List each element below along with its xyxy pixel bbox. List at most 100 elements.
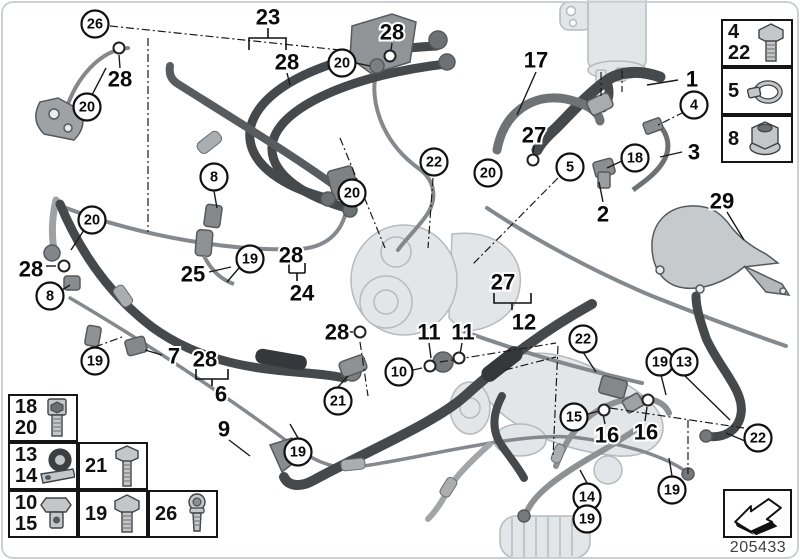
legend-part-number: 21 (85, 454, 108, 477)
part-label-28[interactable]: 28 (17, 255, 45, 284)
part-label-28[interactable]: 28 (273, 48, 301, 77)
callout-20[interactable]: 20 (337, 178, 367, 208)
banjo-bolt-icon (37, 492, 76, 536)
callout-21[interactable]: 21 (323, 386, 353, 416)
clamp-8-top (203, 203, 223, 229)
screw-icon (177, 492, 216, 536)
callout-circle (669, 347, 699, 377)
callout-20[interactable]: 20 (77, 205, 107, 235)
part-label-23[interactable]: 23 (254, 3, 282, 32)
part-label-27[interactable]: 27 (520, 121, 548, 150)
washer-ring (641, 393, 655, 407)
washer-ring (526, 153, 540, 167)
part-label-9[interactable]: 9 (216, 415, 232, 444)
callout-26[interactable]: 26 (80, 9, 110, 39)
washer-ring (452, 351, 466, 365)
callout-number: 19 (664, 483, 680, 499)
callout-number: 14 (579, 490, 595, 506)
callout-4[interactable]: 4 (679, 90, 709, 120)
bracket-12 (493, 293, 532, 310)
callout-number: 19 (290, 445, 306, 461)
part-label-3[interactable]: 3 (686, 138, 702, 167)
part-label-28[interactable]: 28 (277, 241, 305, 270)
callout-22[interactable]: 22 (419, 147, 449, 177)
hose-end-fitting (320, 191, 336, 207)
callout-circle (568, 324, 598, 354)
elbow-17 (586, 92, 614, 116)
callout-20[interactable]: 20 (327, 48, 357, 78)
callout-10[interactable]: 10 (384, 357, 414, 387)
banjo-fitting (428, 30, 448, 50)
part-label-6[interactable]: 6 (213, 380, 229, 409)
callout-circle (199, 162, 229, 192)
callout-22[interactable]: 22 (568, 324, 598, 354)
callout-circle (80, 9, 110, 39)
hex-bolt-icon (750, 21, 791, 65)
part-label-12[interactable]: 12 (510, 308, 538, 337)
pipe-27 (485, 206, 788, 348)
legend-cell-5[interactable]: 5 (721, 67, 793, 115)
callout-8[interactable]: 8 (199, 162, 229, 192)
callout-20[interactable]: 20 (72, 92, 102, 122)
bracket-3 (631, 120, 671, 192)
callout-number: 26 (87, 17, 103, 33)
part-label-16[interactable]: 16 (593, 421, 621, 450)
pipe-elbow-left (48, 196, 60, 254)
part-label-27[interactable]: 27 (489, 268, 517, 297)
callout-22[interactable]: 22 (743, 423, 773, 453)
callout-8[interactable]: 8 (35, 281, 65, 311)
callout-20[interactable]: 20 (473, 158, 503, 188)
callout-13[interactable]: 13 (669, 347, 699, 377)
part-label-11[interactable]: 11 (415, 318, 442, 347)
part-label-25[interactable]: 25 (179, 260, 207, 289)
callout-19[interactable]: 19 (80, 346, 110, 376)
callout-15[interactable]: 15 (559, 402, 589, 432)
pipe-24 (64, 202, 349, 252)
callout-19[interactable]: 19 (572, 504, 602, 534)
part-label-28[interactable]: 28 (191, 345, 219, 374)
callout-number: 20 (334, 56, 350, 72)
washer-ring (57, 259, 71, 273)
part-label-17[interactable]: 17 (522, 46, 550, 75)
callout-18[interactable]: 18 (620, 143, 650, 173)
legend-cell-19[interactable]: 19 (78, 490, 148, 538)
label-brackets (195, 28, 532, 386)
callout-circle (77, 205, 107, 235)
legend-part-number: 8 (728, 127, 740, 150)
washer-ring (112, 41, 126, 55)
part-label-24[interactable]: 24 (288, 279, 317, 308)
part-label-28[interactable]: 28 (378, 18, 406, 47)
legend-cell-26[interactable]: 26 (148, 490, 218, 538)
hose-gear-drop (490, 392, 528, 482)
callout-14[interactable]: 14 (572, 482, 602, 512)
legend-cell-21[interactable]: 21 (78, 442, 148, 490)
callout-19[interactable]: 19 (283, 437, 313, 467)
part-label-1[interactable]: 1 (684, 65, 700, 94)
part-label-7[interactable]: 7 (166, 342, 182, 371)
legend-cell-8[interactable]: 8 (721, 115, 793, 163)
callout-circle (620, 143, 650, 173)
part-label-11[interactable]: 11 (449, 318, 476, 347)
fitting-end (517, 509, 531, 523)
callout-19[interactable]: 19 (645, 347, 675, 377)
callout-5[interactable]: 5 (555, 152, 585, 182)
part-label-2[interactable]: 2 (595, 200, 611, 229)
part-label-29[interactable]: 29 (708, 187, 736, 216)
part-label-28[interactable]: 28 (106, 65, 134, 94)
part-label-16[interactable]: 16 (632, 418, 660, 447)
part-label-28[interactable]: 28 (323, 318, 351, 347)
callout-19[interactable]: 19 (657, 475, 687, 505)
fitting-end (699, 429, 713, 443)
legend-part-number: 15 (15, 513, 38, 535)
hose-clamp-icon (739, 69, 791, 113)
callout-19[interactable]: 19 (235, 244, 265, 274)
